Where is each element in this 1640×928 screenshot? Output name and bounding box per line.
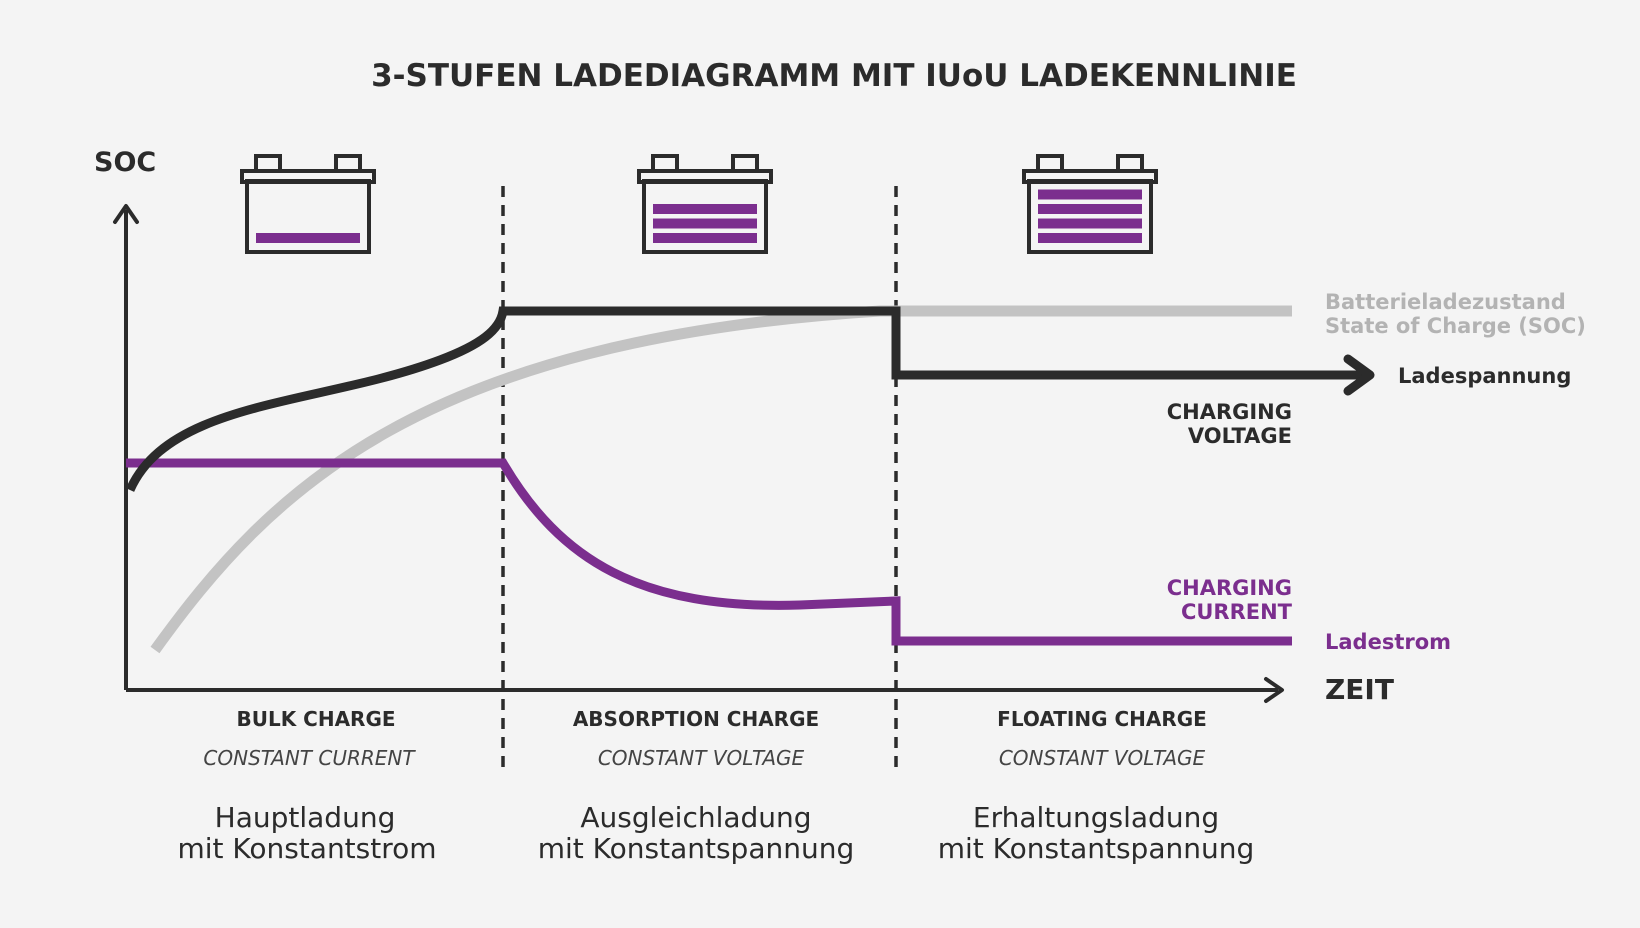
battery-terminal xyxy=(334,154,362,173)
phase-name-de-line1: Erhaltungsladung xyxy=(973,801,1219,834)
voltage-label-en-line2: VOLTAGE xyxy=(1188,424,1292,448)
battery-body xyxy=(642,179,768,254)
y-axis-label: SOC xyxy=(94,147,156,178)
battery-level-bar xyxy=(653,204,757,214)
charging-voltage-curve xyxy=(125,306,1364,492)
battery-terminal xyxy=(731,154,759,173)
battery-level-bar xyxy=(1038,218,1142,229)
phase-1-labels: BULK CHARGE CONSTANT CURRENT Hauptladung… xyxy=(177,707,436,865)
battery-level-bar xyxy=(1038,189,1142,200)
voltage-label-en-line1: CHARGING xyxy=(1167,400,1292,424)
phase-name-de-line1: Ausgleichladung xyxy=(580,801,811,834)
battery-body xyxy=(1027,179,1153,254)
battery-level-bar xyxy=(1038,204,1142,214)
current-label-en-line1: CHARGING xyxy=(1167,576,1292,600)
x-axis-label: ZEIT xyxy=(1325,673,1394,706)
battery-terminal xyxy=(1116,154,1144,173)
axes: SOC ZEIT xyxy=(94,147,1394,706)
soc-curve xyxy=(150,305,1292,654)
phase-name-en: BULK CHARGE xyxy=(236,707,395,731)
phase-name-de-line2: mit Konstantspannung xyxy=(938,832,1255,865)
phase-2-labels: ABSORPTION CHARGE CONSTANT VOLTAGE Ausgl… xyxy=(538,707,855,865)
battery-level-bar xyxy=(653,218,757,229)
phase-name-de-line2: mit Konstantstrom xyxy=(177,832,436,865)
phase-name-de-line1: Hauptladung xyxy=(215,801,396,834)
charging-current-curve xyxy=(126,458,1292,646)
phase-mode-en: CONSTANT VOLTAGE xyxy=(598,746,805,770)
battery-terminal xyxy=(1036,154,1064,173)
current-label-en-line2: CURRENT xyxy=(1181,600,1293,624)
soc-label-line2: State of Charge (SOC) xyxy=(1325,314,1586,338)
diagram-title: 3-STUFEN LADEDIAGRAMM MIT IUoU LADEKENNL… xyxy=(371,58,1297,94)
battery-low-icon xyxy=(240,154,376,254)
x-axis-arrow-icon xyxy=(1264,677,1284,703)
battery-level-bar xyxy=(1038,233,1142,243)
battery-medium-icon xyxy=(637,154,773,254)
battery-level-bar xyxy=(256,233,360,243)
soc-label-line1: Batterieladezustand xyxy=(1325,290,1566,314)
battery-full-icon xyxy=(1022,154,1158,254)
phase-name-en: ABSORPTION CHARGE xyxy=(573,707,819,731)
battery-icons xyxy=(240,154,1158,254)
battery-level-bar xyxy=(653,233,757,243)
current-label-de: Ladestrom xyxy=(1325,630,1451,654)
voltage-label-de: Ladespannung xyxy=(1398,364,1571,388)
phase-name-de-line2: mit Konstantspannung xyxy=(538,832,855,865)
y-axis-arrow-icon xyxy=(113,204,139,224)
phase-3-labels: FLOATING CHARGE CONSTANT VOLTAGE Erhaltu… xyxy=(938,707,1255,865)
battery-terminal xyxy=(254,154,282,173)
voltage-arrow-icon xyxy=(1343,354,1375,396)
phase-mode-en: CONSTANT VOLTAGE xyxy=(999,746,1206,770)
phase-mode-en: CONSTANT CURRENT xyxy=(203,746,416,770)
phase-name-en: FLOATING CHARGE xyxy=(997,707,1207,731)
battery-terminal xyxy=(651,154,679,173)
battery-body xyxy=(245,179,371,254)
